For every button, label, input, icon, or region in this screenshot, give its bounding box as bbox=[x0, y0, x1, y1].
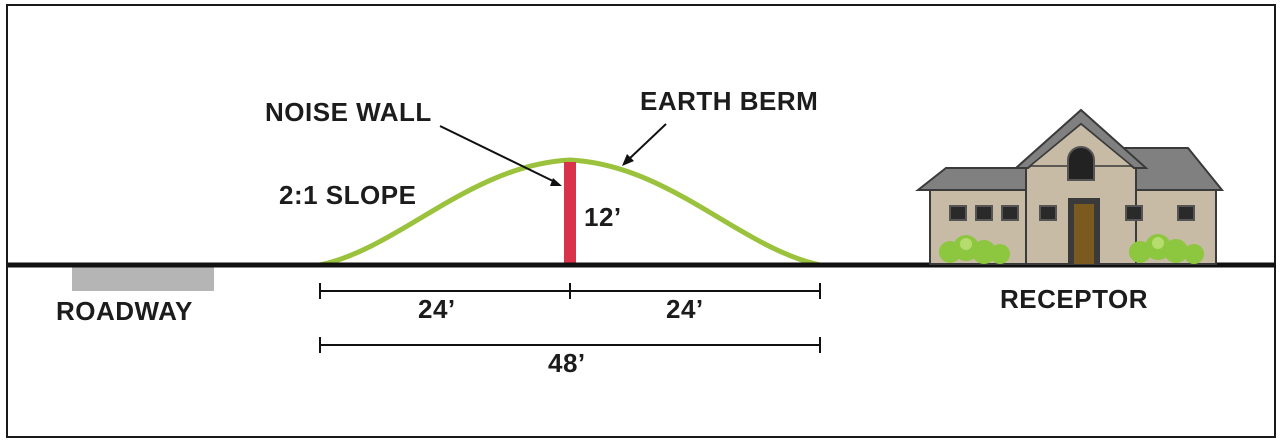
earth-berm-label: EARTH BERM bbox=[640, 86, 819, 116]
slope-label: 2:1 SLOPE bbox=[279, 180, 417, 210]
right-half-width-label: 24’ bbox=[666, 294, 704, 324]
roadway-label: ROADWAY bbox=[56, 296, 193, 326]
total-width-label: 48’ bbox=[548, 348, 586, 378]
receptor-label: RECEPTOR bbox=[1000, 284, 1148, 314]
earth-berm-curve bbox=[319, 157, 821, 268]
noise-wall-leader bbox=[439, 125, 562, 186]
dimension-24-right bbox=[569, 283, 821, 299]
house-icon bbox=[915, 108, 1225, 265]
roadway-slab bbox=[72, 267, 214, 291]
noise-wall-label: NOISE WALL bbox=[265, 97, 432, 127]
dimension-24-left bbox=[319, 283, 570, 299]
dimension-48 bbox=[319, 337, 821, 353]
noise-wall bbox=[564, 162, 576, 265]
left-half-width-label: 24’ bbox=[418, 294, 456, 324]
wall-height-label: 12’ bbox=[584, 202, 622, 232]
earth-berm-leader bbox=[622, 123, 667, 166]
